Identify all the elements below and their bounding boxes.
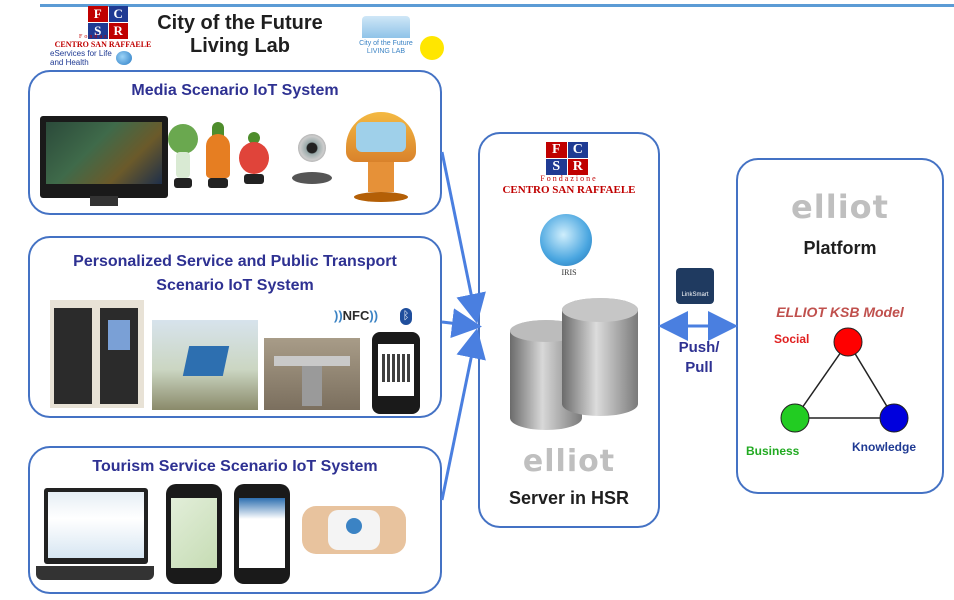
knowledge-node-label: Knowledge: [852, 440, 917, 454]
nfc-waves-right-icon: )): [369, 308, 379, 323]
transport-arrow: [441, 308, 482, 339]
eservices-globe-icon: [116, 51, 132, 65]
qr-phone-image: [372, 332, 420, 414]
logo-letter-s: S: [88, 23, 108, 39]
logo-letter-f: F: [88, 6, 108, 22]
database-icon: [510, 298, 638, 438]
laptop-image: [36, 488, 154, 584]
server-logo-letter-c: C: [567, 142, 588, 158]
server-logo-letter-s: S: [546, 159, 567, 175]
fondazione-label: Fondazione: [79, 34, 127, 40]
tourism-arrow: [440, 328, 486, 501]
knowledge-node: [879, 403, 909, 433]
radish-character-image: [236, 132, 272, 196]
tram-image: [152, 320, 258, 410]
ksb-edge-social-business: [794, 341, 849, 419]
fcsr-logo: F C S R: [52, 6, 132, 66]
tourism-scenario-box: Tourism Service Scenario IoT System: [28, 446, 442, 594]
badge-icon: [420, 36, 444, 60]
transport-title-line1: Personalized Service and Public Transpor…: [73, 253, 397, 270]
ksb-model-title: ELLIOT KSB Model: [776, 304, 904, 320]
social-node: [833, 327, 863, 357]
server-logo-letter-r: R: [567, 159, 588, 175]
pull-label: Pull: [685, 359, 713, 376]
logo-letter-c: C: [108, 6, 128, 22]
nfc-waves-left-icon: )): [334, 308, 343, 323]
touchscreen-tv-image: [40, 116, 168, 206]
server-csr-label: CENTRO SAN RAFFAELE: [502, 184, 636, 196]
carrot-character-image: [202, 122, 234, 196]
bluetooth-icon: ᛒ: [400, 308, 412, 325]
iris-label: IRIS: [561, 268, 577, 277]
server-caption: Server in HSR: [508, 488, 630, 508]
business-node-label: Business: [746, 444, 800, 458]
transport-title-line2: Scenario IoT System: [156, 277, 314, 294]
linksmart-label: LinkSmart: [681, 292, 709, 298]
server-fcsr-logo: F C S R: [546, 142, 588, 175]
ticket-machines-image: [50, 300, 144, 408]
smartphone-chart-image: [234, 484, 290, 584]
media-arrow: [440, 151, 486, 324]
nfc-icon: ))NFC)): [334, 308, 394, 326]
platform-box: elliot Platform ELLIOT KSB Model: [736, 158, 944, 494]
server-fondazione-label: Fondazione: [540, 174, 598, 183]
interactive-kiosk-image: [346, 112, 416, 204]
social-node-label: Social: [774, 332, 810, 346]
top-rule: [40, 4, 954, 7]
living-lab-label: City of the Future LIVING LAB: [359, 40, 413, 55]
linksmart-logo: LinkSmart: [676, 268, 714, 304]
tourism-scenario-title: Tourism Service Scenario IoT System: [92, 458, 378, 475]
webcam-image: [292, 134, 332, 190]
ksb-edge-social-knowledge: [847, 341, 895, 419]
header-title-line2: Living Lab: [190, 35, 290, 57]
push-label: Push/: [678, 339, 720, 356]
header-title: City of the Future Living Lab: [140, 12, 340, 58]
csr-label: CENTRO SAN RAFFAELE: [54, 40, 152, 49]
smartphone-map-image: [166, 484, 222, 584]
iris-icon: [540, 214, 592, 266]
living-lab-logo: City of the Future LIVING LAB: [354, 14, 418, 62]
logo-letter-r: R: [108, 23, 128, 39]
header-title-line1: City of the Future: [157, 12, 323, 34]
transport-scenario-box: Personalized Service and Public Transpor…: [28, 236, 442, 418]
media-scenario-title: Media Scenario IoT System: [131, 82, 339, 99]
platform-elliot-logo: elliot: [791, 188, 889, 226]
broccoli-character-image: [166, 124, 200, 194]
server-logo-letter-f: F: [546, 142, 567, 158]
server-elliot-logo: elliot: [522, 444, 616, 479]
nfc-label: NFC: [342, 308, 370, 323]
turnstile-image: [264, 338, 360, 410]
business-node: [780, 403, 810, 433]
eservices-label: eServices for Life and Health: [50, 49, 112, 67]
media-scenario-box: Media Scenario IoT System: [28, 70, 442, 215]
push-pull-label: Push/ Pull: [674, 338, 724, 378]
wearable-sensor-image: [302, 506, 406, 554]
platform-title: Platform: [803, 238, 877, 258]
transport-scenario-title: Personalized Service and Public Transpor…: [30, 250, 440, 298]
